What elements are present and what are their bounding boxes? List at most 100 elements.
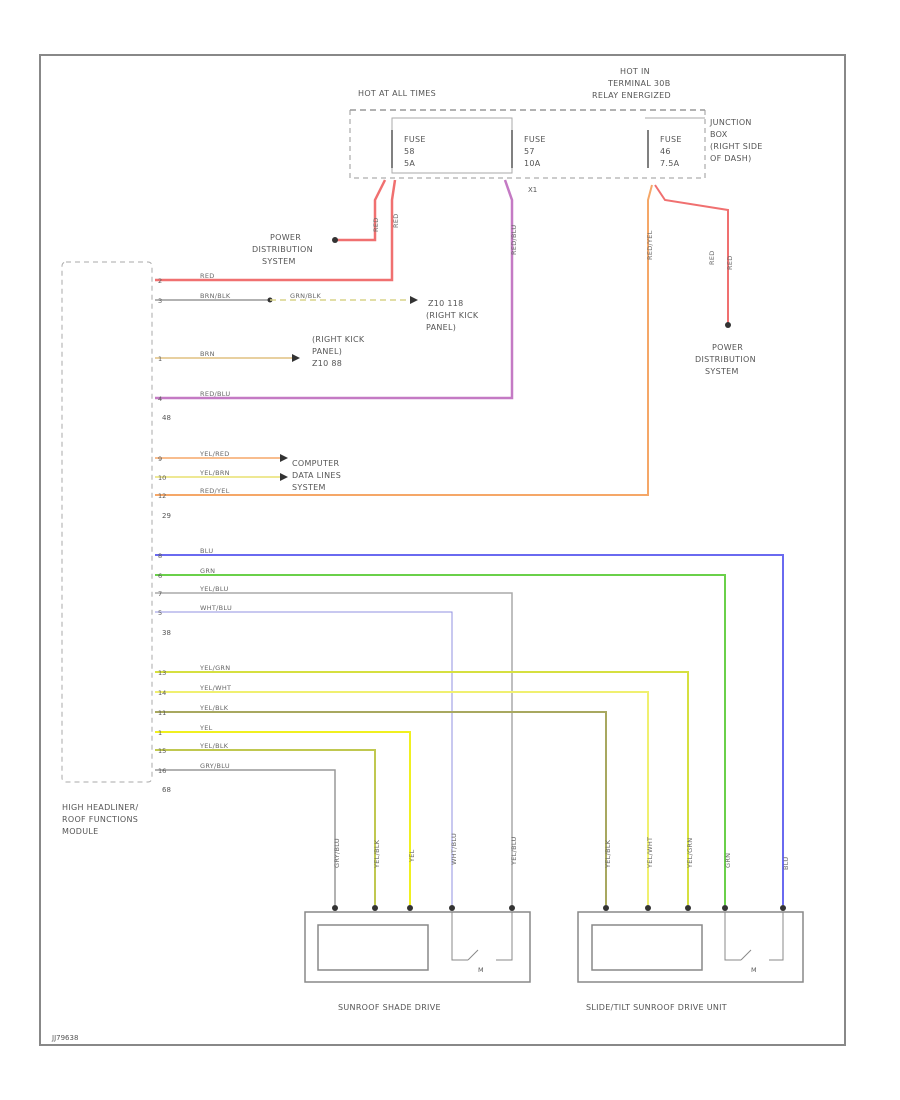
wire-label-yel-1: YEL — [199, 724, 213, 732]
ground-arrow-left — [292, 354, 300, 362]
module-label-1: HIGH HEADLINER/ — [62, 803, 138, 812]
shade-drive-label: SUNROOF SHADE DRIVE — [338, 1003, 441, 1012]
power-dist-right-2: DISTRIBUTION — [695, 355, 756, 364]
tilt-switch-arm — [740, 949, 752, 961]
power-dist-left-dot — [332, 237, 338, 243]
wire-label-yel-blk-2: YEL/BLK — [604, 839, 612, 869]
power-dist-left-3: SYSTEM — [262, 257, 296, 266]
fuse-58: FUSE 58 5A — [391, 130, 426, 168]
computer-data-2: DATA LINES — [292, 471, 341, 480]
wire-gry-blu — [155, 769, 336, 905]
power-dist-right-3: SYSTEM — [705, 367, 739, 376]
svg-text:12: 12 — [158, 492, 166, 500]
ground-left-1: (RIGHT KICK — [312, 335, 365, 344]
wire-label-wht-blu-1: WHT/BLU — [200, 604, 232, 612]
computer-data-3: SYSTEM — [292, 483, 326, 492]
wire-label-brn: BRN — [200, 350, 215, 358]
wire-yel — [155, 731, 411, 905]
ground-left-2: PANEL) — [312, 347, 342, 356]
tilt-drive-module — [591, 924, 703, 971]
tilt-motor-m: M — [751, 966, 757, 974]
wire-label-gry-blu-1: GRY/BLU — [200, 762, 230, 770]
wire-label-yel-brn: YEL/BRN — [199, 469, 230, 477]
wire-label-yel-red: YEL/RED — [199, 450, 230, 458]
svg-text:7.5A: 7.5A — [660, 159, 680, 168]
diagram-frame — [39, 54, 846, 1046]
wire-red-yel — [155, 184, 653, 496]
module-pins: 2 3 1 4 9 10 12 8 6 7 5 13 14 11 1 15 16 — [158, 277, 166, 775]
figure-code: JJ79638 — [51, 1034, 78, 1042]
wire-label-red-3: RED — [200, 272, 215, 280]
svg-text:7: 7 — [158, 590, 162, 598]
fuse-57: FUSE 57 10A — [511, 130, 545, 168]
wire-label-blu-1: BLU — [200, 547, 213, 555]
svg-text:FUSE: FUSE — [404, 135, 426, 144]
svg-text:15: 15 — [158, 747, 166, 755]
svg-text:FUSE: FUSE — [660, 135, 682, 144]
svg-text:13: 13 — [158, 669, 166, 677]
wire-label-gry-blu-2: GRY/BLU — [333, 838, 341, 868]
junction-box-outline — [349, 110, 705, 179]
junction-box-name-3: (RIGHT SIDE — [710, 142, 763, 151]
wire-label-yel-wht-1: YEL/WHT — [199, 684, 231, 692]
wire-blu — [155, 554, 784, 905]
wire-label-yel-grn-1: YEL/GRN — [199, 664, 230, 672]
wire-label-yel-blk2-1: YEL/BLK — [199, 742, 229, 750]
wire-label-grn-blk: GRN/BLK — [290, 292, 321, 300]
hot-in-label: HOT IN — [620, 67, 650, 76]
ground-left-3: Z10 88 — [312, 359, 342, 368]
svg-text:58: 58 — [404, 147, 415, 156]
svg-text:2: 2 — [158, 277, 162, 285]
wire-yel-wht — [155, 691, 649, 905]
data-arrow-1 — [280, 454, 288, 462]
wire-label-grn-1: GRN — [200, 567, 215, 575]
svg-text:6: 6 — [158, 572, 162, 580]
wire-label-red-1: RED — [372, 217, 380, 232]
wire-wht-blu — [155, 611, 453, 905]
svg-text:57: 57 — [524, 147, 535, 156]
svg-text:5A: 5A — [404, 159, 415, 168]
connector-68: 68 — [162, 786, 171, 794]
shade-drive-module — [317, 924, 429, 971]
wire-label-red-right-1: RED — [708, 250, 716, 265]
tilt-drive-label: SLIDE/TILT SUNROOF DRIVE UNIT — [586, 1003, 727, 1012]
svg-text:1: 1 — [158, 355, 162, 363]
svg-text:16: 16 — [158, 767, 166, 775]
wire-yel-blk — [155, 711, 607, 905]
ground-right-2: PANEL) — [426, 323, 456, 332]
wire-label-brn-blk: BRN/BLK — [200, 292, 231, 300]
shade-motor-m: M — [478, 966, 484, 974]
wire-red-module — [155, 179, 397, 282]
wire-label-yel-wht-2: YEL/WHT — [646, 837, 654, 869]
power-dist-right-1: POWER — [712, 343, 743, 352]
svg-text:5: 5 — [158, 609, 162, 617]
shade-switch-arm — [467, 949, 479, 961]
shade-switch-left — [451, 912, 468, 961]
hot-at-all-times-label: HOT AT ALL TIMES — [358, 89, 436, 98]
connector-38: 38 — [162, 629, 171, 637]
wire-label-red-yel-2: RED/YEL — [200, 487, 230, 495]
wire-label-red-right-2: RED — [726, 255, 734, 270]
svg-text:8: 8 — [158, 552, 162, 560]
ground-arrow-right — [410, 296, 418, 304]
svg-text:3: 3 — [158, 297, 162, 305]
wire-label-red-blu-1: RED/BLU — [510, 225, 518, 255]
junction-connector-x1: X1 — [528, 186, 537, 194]
fuse-46: FUSE 46 7.5A — [647, 130, 682, 168]
wire-label-red-2: RED — [392, 213, 400, 228]
wire-label-blu-2: BLU — [782, 857, 790, 870]
computer-data-1: COMPUTER — [292, 459, 340, 468]
wire-yel-blk-2 — [155, 749, 376, 905]
wire-label-yel-blu-1: YEL/BLU — [199, 585, 229, 593]
shade-switch-right — [496, 912, 513, 961]
wire-label-red-yel-1: RED/YEL — [646, 230, 654, 260]
wire-label-yel-grn-2: YEL/GRN — [686, 838, 694, 869]
shade-drive-box — [304, 911, 531, 983]
svg-text:46: 46 — [660, 147, 671, 156]
wire-red-blu — [155, 179, 514, 400]
wire-label-wht-blu-2: WHT/BLU — [450, 833, 458, 865]
wire-yel-blu — [155, 592, 513, 905]
wire-grn — [155, 574, 726, 905]
